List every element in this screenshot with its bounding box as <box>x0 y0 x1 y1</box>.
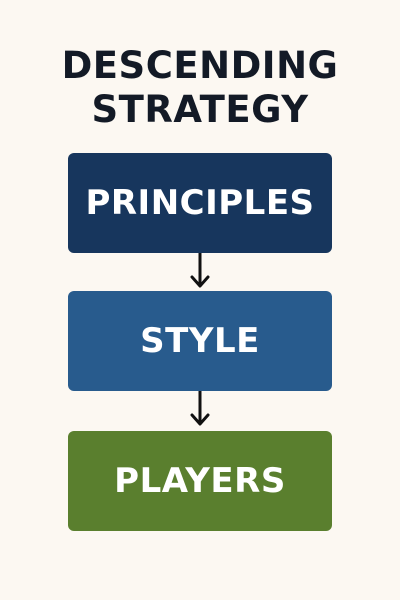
style-label: STYLE <box>140 321 260 361</box>
diagram-title: DESCENDING STRATEGY <box>0 44 400 132</box>
title-line-1: DESCENDING <box>61 44 339 87</box>
principles-box: PRINCIPLES <box>68 153 332 253</box>
arrow-down-icon <box>190 253 210 288</box>
arrow-down-icon <box>190 391 210 426</box>
style-box: STYLE <box>68 291 332 391</box>
players-label: PLAYERS <box>114 461 286 501</box>
principles-label: PRINCIPLES <box>85 183 315 223</box>
title-line-2: STRATEGY <box>91 88 309 131</box>
players-box: PLAYERS <box>68 431 332 531</box>
